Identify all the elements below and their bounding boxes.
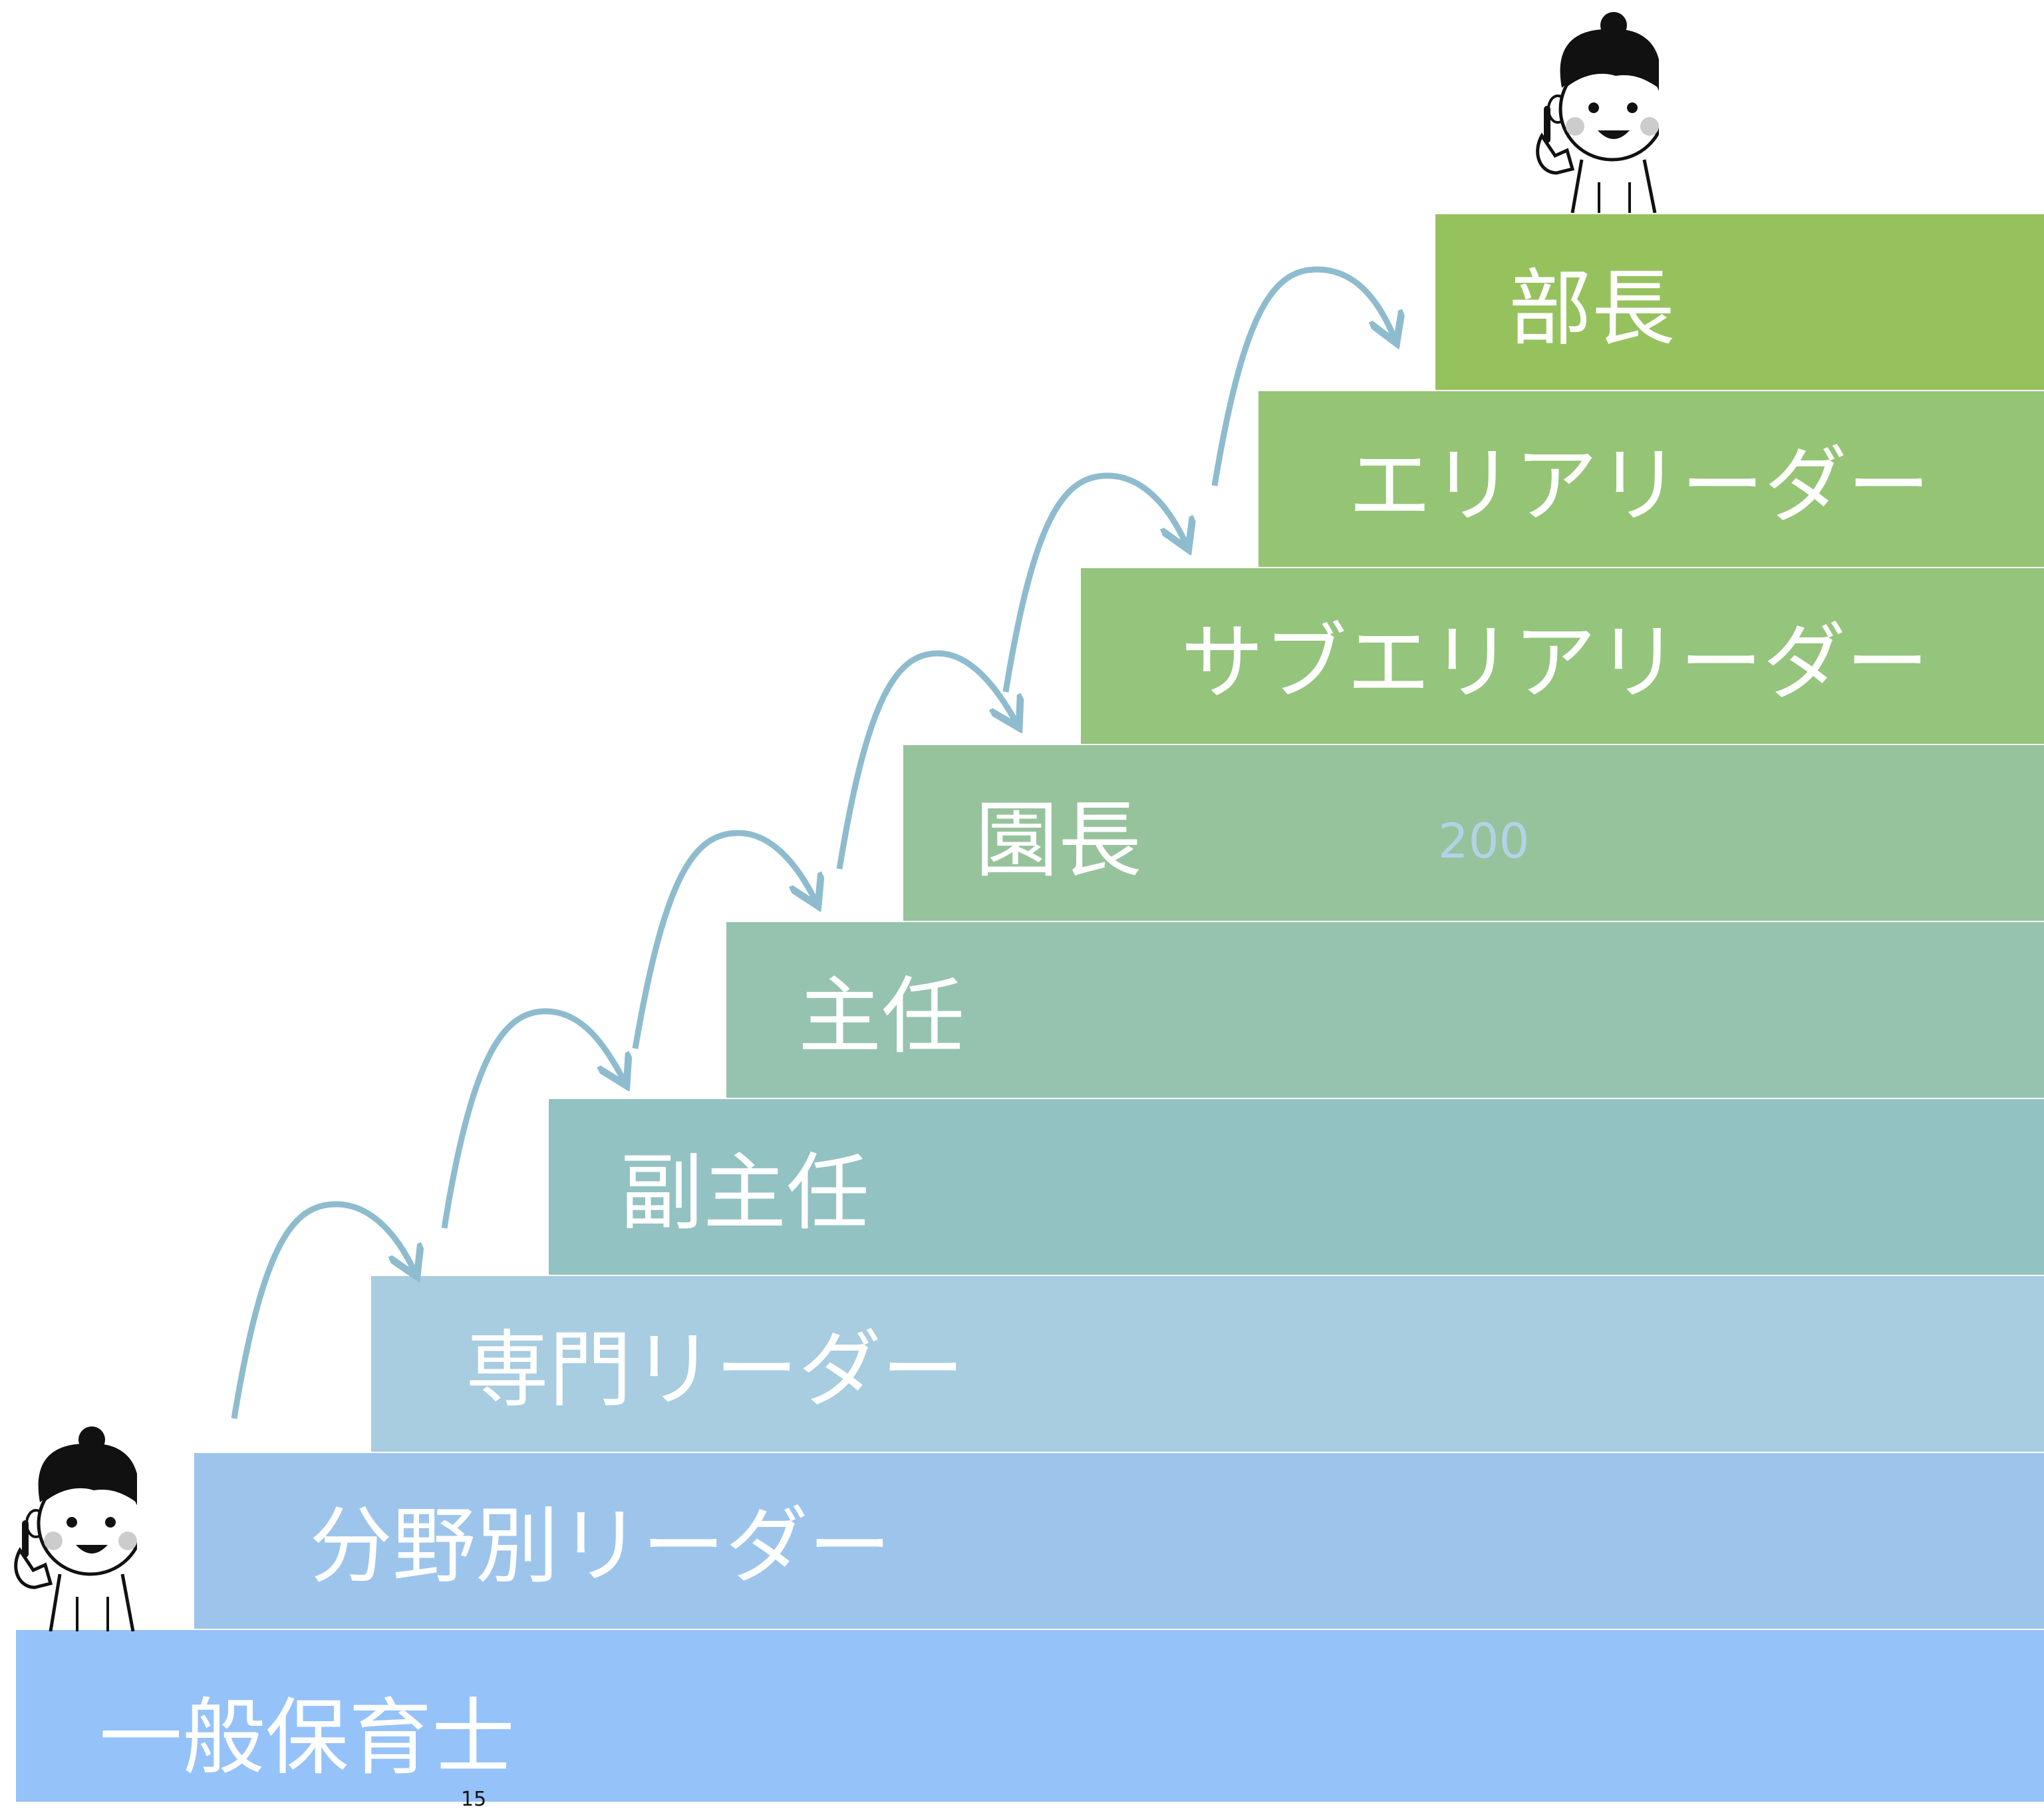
arrow-5 [1002,472,1187,693]
step-sub-area-leader: サブエリアリーダー [1081,567,2044,744]
step-label: 一般保育士 [99,1690,515,1786]
step-label: 主任 [798,969,964,1065]
character-bottom [14,1426,137,1631]
step-enchou: 園長 [903,744,2044,921]
arrow-4 [836,650,1018,870]
step-label: 分野別リーダー [309,1498,891,1595]
step-senmon-leader: 専門リーダー [371,1275,2044,1452]
step-fuku-shunin: 副主任 [549,1098,2044,1275]
step-ippan-hoikushi: 一般保育士 [16,1629,2044,1802]
arrow-6 [1211,266,1395,486]
character-top [1536,12,1659,213]
arrow-2 [441,1008,625,1229]
step-label: サブエリアリーダー [1181,615,1929,711]
step-shunin: 主任 [726,921,2044,1098]
arrow-3 [632,830,817,1049]
step-value-label: 200 [1438,813,1530,869]
step-label: エリアリーダー [1348,438,1930,534]
step-bunyabetsu-leader: 分野別リーダー [194,1452,2044,1629]
step-buchou: 部長 [1435,213,2044,390]
step-label: 専門リーダー [466,1322,964,1418]
step-area-leader: エリアリーダー [1258,390,2044,567]
step-label: 副主任 [620,1145,869,1241]
step-label: 園長 [975,792,1141,889]
step-label: 部長 [1509,261,1675,357]
arrow-1 [231,1201,416,1419]
